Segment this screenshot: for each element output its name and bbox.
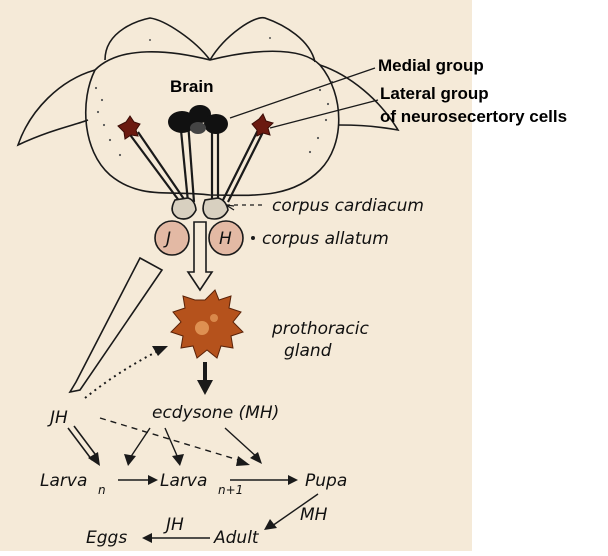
ecdysone-label: ecdysone (MH) [152, 403, 279, 423]
mh-label: MH [300, 505, 328, 525]
lateral-group-label: Lateral group [380, 84, 489, 103]
larva-n1-subscript: n+1 [218, 483, 243, 497]
corpus-cardiacum-right [203, 198, 228, 219]
larva-n1-label: Larva [160, 471, 207, 491]
pupa-label: Pupa [305, 471, 347, 491]
gland-label: gland [284, 341, 332, 361]
paper-background [0, 0, 472, 551]
corpus-cardiacum-left [172, 198, 196, 219]
brain-label: Brain [170, 77, 213, 96]
neurosecretory-cells-label: of neurosecertory cells [380, 107, 567, 126]
gland-highlight [195, 321, 209, 335]
corpus-allatum-label: corpus allatum [262, 229, 389, 249]
corpus-cardiacum-label: corpus cardiacum [272, 196, 424, 216]
medial-cell-3 [204, 114, 228, 134]
medial-cell-4 [190, 122, 206, 134]
larva-n-label: Larva [40, 471, 87, 491]
eggs-label: Eggs [86, 528, 127, 548]
corpus-allatum-pointer-dot [251, 236, 255, 240]
prothoracic-label: prothoracic [271, 319, 369, 339]
jh-label: JH [47, 408, 68, 428]
gland-highlight-2 [210, 314, 218, 322]
adult-label: Adult [213, 528, 260, 548]
corpus-allatum-right-letter: H [219, 229, 232, 249]
larva-n-subscript: n [98, 483, 106, 497]
jh-bottom-label: JH [163, 515, 184, 535]
medial-group-label: Medial group [378, 56, 484, 75]
corpus-allatum-left [155, 221, 189, 255]
